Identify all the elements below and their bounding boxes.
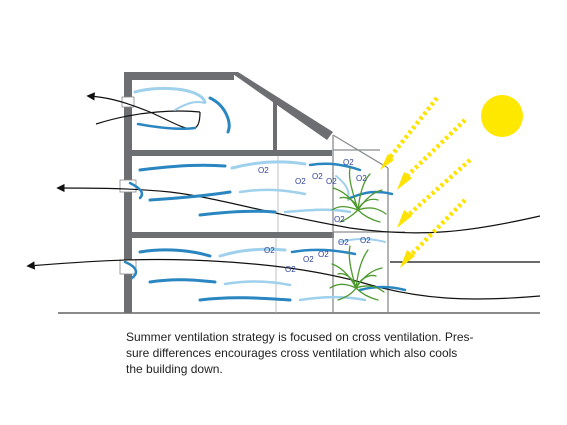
floor-middle (124, 232, 334, 238)
wind-arrows (26, 92, 541, 300)
floor-upper (124, 150, 332, 156)
caption-line-1: Summer ventilation strategy is focused o… (126, 330, 474, 344)
oxygen-label: O2 (343, 158, 354, 167)
sun-ray-arrow-icon (386, 96, 439, 162)
sun-ray-arrow-icon (406, 198, 467, 260)
caption-line-3: the building down. (126, 362, 223, 376)
caption-line-2: sure differences encourages cross ventil… (126, 346, 458, 360)
wind-arrow-icon (26, 258, 541, 300)
oxygen-label: O2 (285, 265, 296, 274)
roof-slope (230, 72, 333, 140)
oxygen-label: O2 (338, 238, 349, 247)
roof-flat (124, 72, 234, 80)
building-section (124, 72, 334, 313)
sun-icon (481, 95, 523, 137)
oxygen-label: O2 (303, 255, 314, 264)
oxygen-label: O2 (312, 172, 323, 181)
oxygen-label: O2 (264, 246, 275, 255)
oxygen-labels: O2 O2 O2 O2 O2 O2 O2 O2 O2 O2 O2 O2 O2 (258, 158, 371, 274)
partition-wall (273, 102, 277, 150)
oxygen-label: O2 (318, 250, 329, 259)
sun-ray-arrow-icon (403, 118, 467, 180)
sun-ray-heads (380, 154, 415, 268)
left-wall (124, 72, 132, 313)
diagram-caption: Summer ventilation strategy is focused o… (126, 329, 506, 377)
plant-icon (329, 245, 385, 301)
oxygen-label: O2 (334, 215, 345, 224)
oxygen-label: O2 (258, 166, 269, 175)
sun-rays (386, 96, 472, 260)
wind-arrow-icon (86, 92, 201, 130)
oxygen-label: O2 (356, 174, 367, 183)
plant-icon (331, 167, 387, 223)
sun-ray-arrow-icon (403, 158, 472, 220)
oxygen-label: O2 (326, 177, 337, 186)
air-flow (123, 86, 407, 302)
oxygen-label: O2 (360, 236, 371, 245)
oxygen-label: O2 (295, 177, 306, 186)
